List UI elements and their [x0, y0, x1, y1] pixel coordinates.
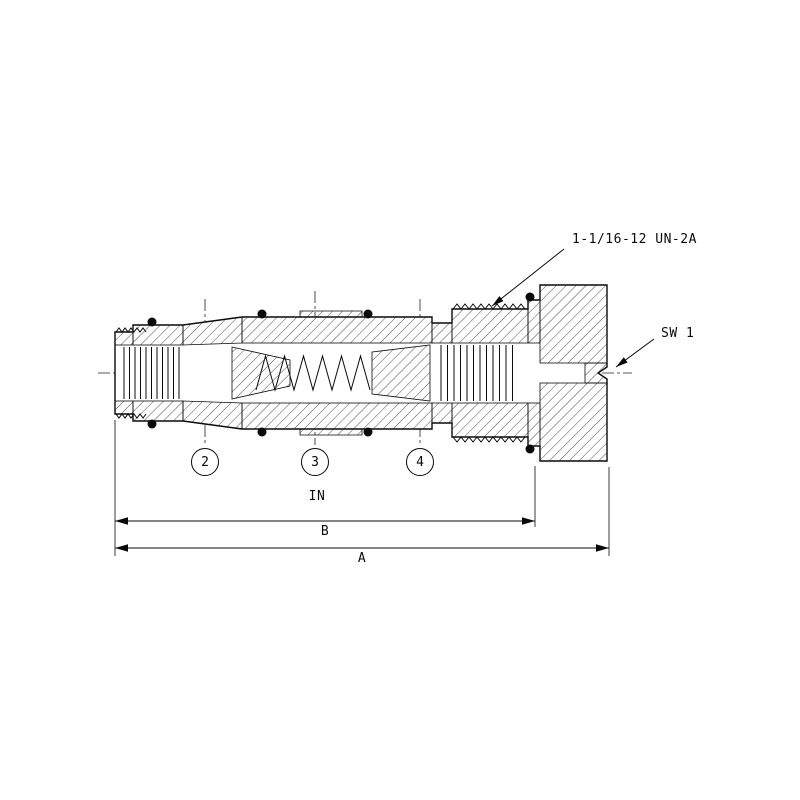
dimension-b: [114, 420, 536, 556]
spool-section: [371, 344, 431, 402]
springs: [123, 345, 513, 401]
port-4-label: 4: [416, 454, 424, 470]
inlet-label: IN: [306, 489, 328, 504]
left-coil-spring: [123, 347, 180, 399]
nose-thread-top: [115, 327, 147, 333]
right-coil-spring: [440, 345, 513, 401]
dimension-a: [115, 467, 610, 556]
thread-spec-leader: [491, 248, 565, 307]
o-ring: [257, 427, 267, 437]
port-2-label: 2: [201, 454, 209, 470]
poppet-section: [231, 346, 291, 400]
o-ring: [147, 317, 157, 327]
port-4-balloon: 4: [406, 448, 434, 476]
center-helical-spring: [255, 354, 371, 392]
o-ring: [525, 292, 535, 302]
adapter-thread-bottom: [452, 436, 526, 443]
external-threads: [115, 303, 526, 443]
dimension-b-label: B: [318, 524, 332, 539]
o-ring: [257, 309, 267, 319]
port-3-label: 3: [311, 454, 319, 470]
o-ring: [525, 444, 535, 454]
internal-spool: [231, 344, 431, 402]
wrench-size-callout: SW 1: [659, 326, 697, 341]
adapter-thread-top: [452, 303, 526, 310]
section-hatching-bottom: [114, 382, 608, 462]
wrench-size-leader: [615, 338, 655, 368]
dimension-a-label: A: [355, 551, 369, 566]
o-ring: [363, 309, 373, 319]
port-2-balloon: 2: [191, 448, 219, 476]
o-ring: [147, 419, 157, 429]
port-3-balloon: 3: [301, 448, 329, 476]
o-rings: [147, 292, 535, 454]
thread-spec-callout: 1-1/16-12 UN-2A: [570, 232, 699, 247]
section-hatching-top: [114, 284, 608, 384]
nose-thread-bottom: [115, 413, 147, 419]
o-ring: [363, 427, 373, 437]
